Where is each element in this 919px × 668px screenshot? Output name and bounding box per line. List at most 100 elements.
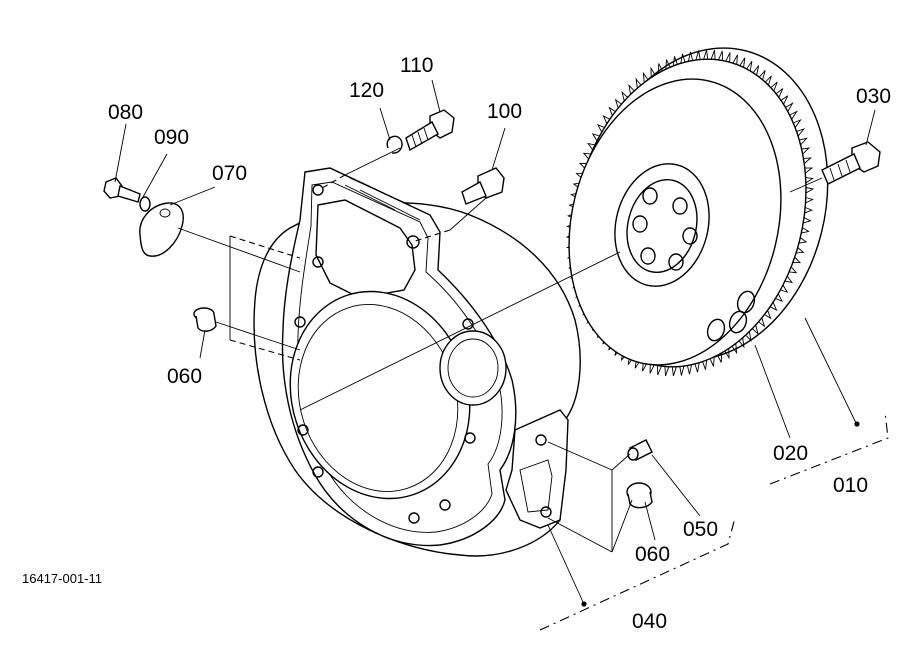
label-020: 020 [773,442,808,465]
pin-050 [627,439,653,461]
gear-tooth [665,59,671,70]
gear-tooth [695,50,701,61]
flange-bolt-hole [312,256,324,268]
gear-tooth [649,363,655,374]
gear-tooth [798,237,808,244]
gear-tooth [614,98,622,109]
flange-bolt-hole [439,499,451,511]
gear-tooth [789,266,798,274]
gear-tooth [680,53,686,64]
housing-foot-face [519,459,553,513]
leader-lines [114,79,876,607]
gear-tooth [739,57,746,68]
gear-tooth [672,56,678,66]
flywheel-front-face [568,78,782,366]
gear-tooth [732,54,738,65]
gear-tooth [578,162,588,170]
gear-tooth [803,217,812,224]
gear-tooth [758,317,766,328]
gear-tooth [804,207,813,214]
flange-bolt-hole [406,235,420,249]
housing-top-ribs [344,177,421,221]
gear-tooth [608,106,616,116]
diagram-code: 16417-001-11 [22,571,102,586]
dowel-060-left [193,307,217,332]
gear-tooth [752,65,760,76]
gear-tooth [718,50,723,61]
gear-tooth [775,88,784,98]
flange-bolt-hole [408,512,420,524]
assembly-lines [177,147,823,553]
gear-tooth [582,152,591,160]
gear-tooth [780,95,789,105]
gear-tooth [764,310,772,320]
flywheel-housing [253,167,581,557]
gear-tooth [724,348,730,360]
flywheel [565,47,829,377]
leader-dot [854,421,860,427]
gear-tooth [804,167,814,174]
leader-dot [581,601,587,607]
hub-bolt-hole [640,247,656,265]
label-030: 030 [856,85,891,108]
label-110: 110 [400,54,433,77]
gear-tooth [805,197,814,204]
bolt-080 [103,177,141,203]
gear-tooth [745,331,752,342]
hub-bolt-hole [672,197,688,215]
gear-tooth [793,118,802,128]
gear-tooth [801,227,810,234]
gear-tooth [785,102,794,112]
gear-tooth [686,364,693,375]
gear-tooth [635,77,642,89]
gear-tooth [738,337,745,349]
balance-hole [736,290,756,314]
gear-tooth [575,172,584,179]
gear-tooth [694,362,700,373]
gear-tooth [769,302,778,311]
flywheel-hub-inner [626,178,698,274]
foot-dowel-hole [535,434,547,446]
housing-top-window [315,199,416,299]
gear-tooth [784,275,793,284]
ring-gear-teeth [565,49,815,377]
gear-tooth [764,75,772,86]
gear-tooth [801,147,811,155]
gear-tooth [591,133,600,142]
gear-tooth [752,324,759,336]
gear-tooth [805,177,814,184]
gear-tooth [602,115,611,124]
label-120: 120 [349,79,384,102]
gear-tooth [746,61,753,71]
gear-tooth [642,71,649,83]
gear-tooth [650,66,656,78]
gear-tooth [789,110,798,120]
housing-starter-bore-inner [447,338,499,398]
label-040: 040 [632,610,667,633]
gear-tooth [587,142,596,151]
gear-tooth [780,284,789,293]
gear-tooth [658,63,663,74]
flange-bolt-hole [312,184,324,196]
flywheel-hub [614,163,710,287]
gear-tooth [803,157,812,164]
bolt-110 [405,109,455,152]
label-060-left: 060 [167,365,202,388]
label-100: 100 [487,100,522,123]
plug-100 [461,167,505,205]
housing-starter-bore [439,330,507,406]
label-010: 010 [833,474,868,497]
assembly-bracket-040 [539,517,736,631]
label-050: 050 [683,518,718,541]
gear-tooth [621,90,628,102]
label-070: 070 [212,162,247,185]
hub-bolt-hole [668,253,684,271]
spring-washer-120 [386,135,403,154]
cover-plate [139,202,184,257]
gear-tooth [664,366,670,377]
flange-bolt-hole [462,318,474,330]
gear-tooth [775,293,784,303]
flange-bolt-hole [294,316,306,328]
gear-tooth [657,365,662,376]
